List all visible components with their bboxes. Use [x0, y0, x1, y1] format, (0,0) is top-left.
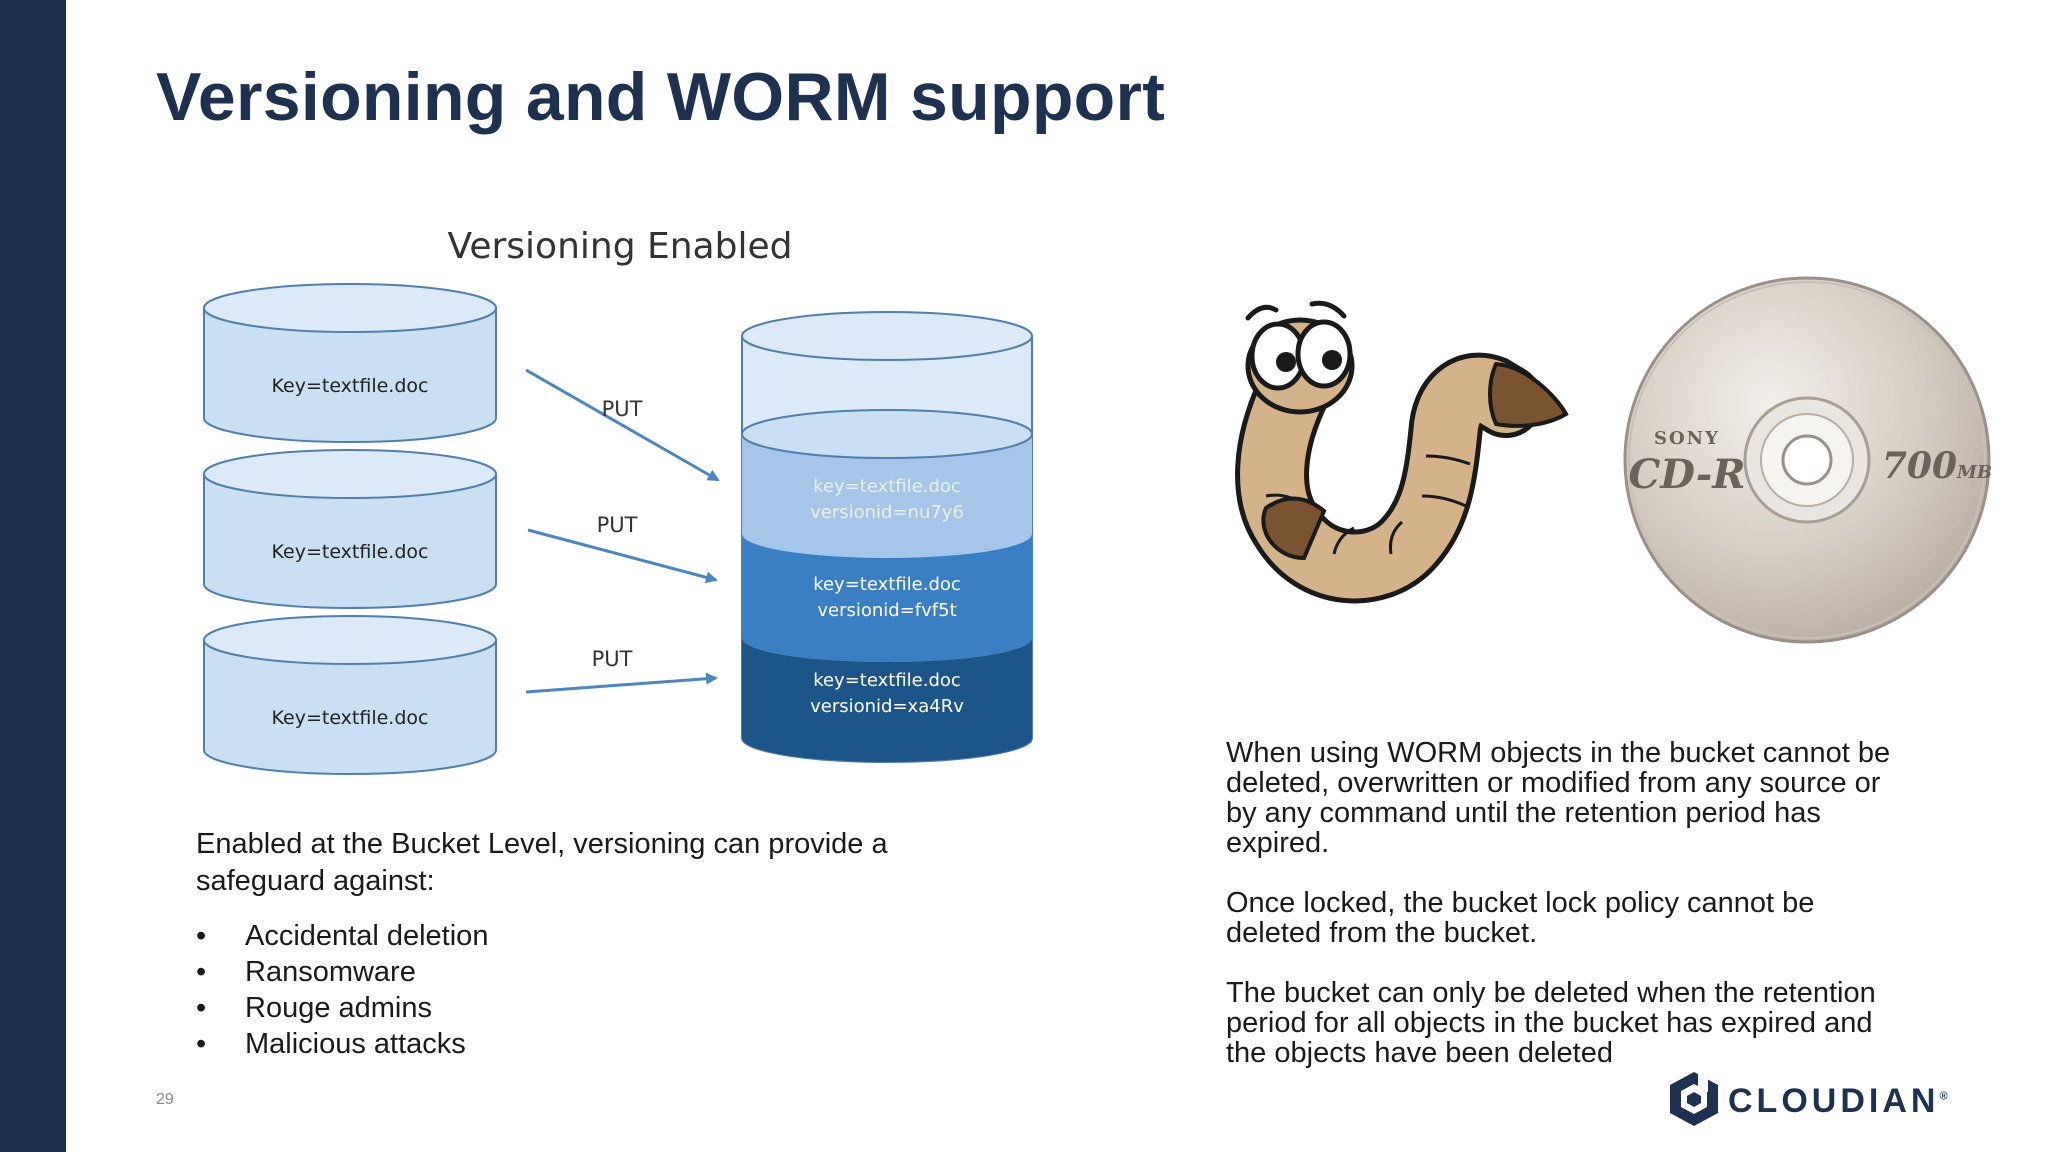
version-2-key: key=textfile.doc	[813, 574, 961, 595]
worm-paragraph-3: The bucket can only be deleted when the …	[1226, 977, 1876, 1069]
list-item: Accidental deletion	[196, 918, 488, 954]
left-accent-bar	[0, 0, 66, 1152]
put-arrow-2	[527, 528, 718, 584]
source-bucket-2: Key=textfile.doc	[203, 449, 497, 609]
list-item: Rouge admins	[196, 990, 488, 1026]
version-layer-1	[742, 434, 1032, 558]
put-arrow-3	[525, 672, 718, 694]
worm-illustration	[1226, 296, 1576, 606]
diagram-title: Versioning Enabled	[448, 226, 793, 267]
cd-brand: SONY	[1654, 428, 1720, 449]
cloudian-wordmark: CLOUDIAN®	[1728, 1082, 1948, 1120]
version-layer-3	[742, 638, 1032, 762]
versioning-diagram: Versioning Enabled Key=textfile.doc Key=…	[190, 210, 1090, 810]
safeguard-list: Accidental deletion Ransomware Rouge adm…	[196, 918, 488, 1062]
worm-paragraph-1: When using WORM objects in the bucket ca…	[1226, 737, 1891, 859]
put-arrow-1	[525, 368, 720, 482]
version-layer-2	[742, 534, 1032, 662]
source-key-label: Key=textfile.doc	[272, 707, 429, 729]
cd-r-disc-illustration: SONY CD-R 700MB	[1615, 268, 2000, 653]
page-number: 29	[156, 1091, 174, 1108]
cd-capacity: 700MB	[1882, 445, 1992, 487]
put-label-3: PUT	[592, 647, 633, 671]
version-1-key: key=textfile.doc	[813, 476, 961, 497]
cd-type: CD-R	[1628, 451, 1745, 498]
cloudian-logo-icon	[1670, 1070, 1718, 1126]
versioned-bucket: key=textfile.doc versionid=nu7y6 key=tex…	[741, 311, 1033, 763]
version-2-id: versionid=fvf5t	[817, 600, 956, 621]
version-1-id: versionid=nu7y6	[810, 502, 964, 523]
source-bucket-3: Key=textfile.doc	[203, 615, 497, 775]
versioning-intro: Enabled at the Bucket Level, versioning …	[196, 828, 888, 897]
version-3-id: versionid=xa4Rv	[810, 696, 964, 717]
source-bucket-1: Key=textfile.doc	[203, 283, 497, 443]
source-key-label: Key=textfile.doc	[272, 541, 429, 563]
slide-title: Versioning and WORM support	[156, 59, 1166, 135]
worm-paragraph-2: Once locked, the bucket lock policy cann…	[1226, 887, 1815, 949]
put-label-1: PUT	[602, 397, 643, 421]
worm-description: When using WORM objects in the bucket ca…	[1226, 738, 1916, 1098]
list-item: Ransomware	[196, 954, 488, 990]
source-key-label: Key=textfile.doc	[272, 375, 429, 397]
cloudian-logo: CLOUDIAN®	[1668, 1070, 1968, 1128]
list-item: Malicious attacks	[196, 1026, 488, 1062]
version-3-key: key=textfile.doc	[813, 670, 961, 691]
put-label-2: PUT	[597, 513, 638, 537]
